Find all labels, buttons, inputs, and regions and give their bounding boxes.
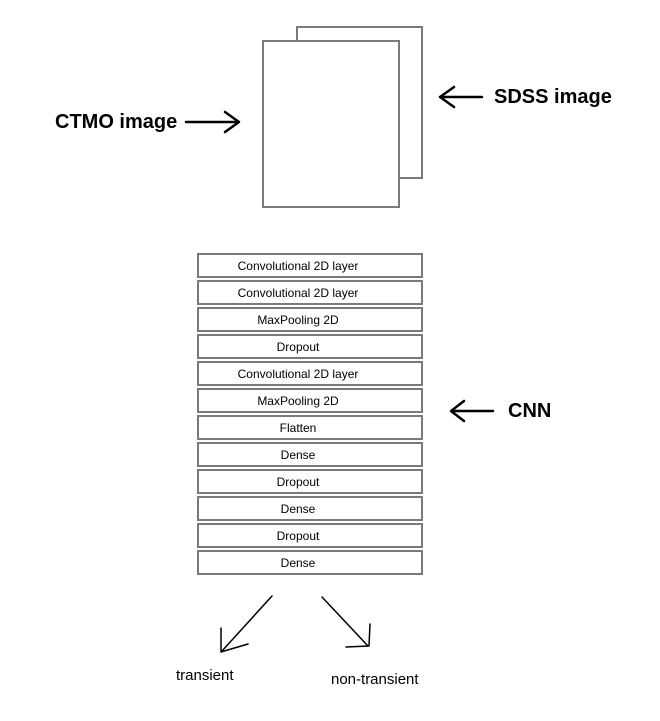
transient-arrow [220,595,273,653]
cnn-layer: MaxPooling 2D [197,388,423,413]
cnn-layer-box [197,253,423,278]
cnn-label: CNN [508,400,551,422]
cnn-arrow [449,399,495,423]
cnn-layer-label: Convolutional 2D layer [238,259,359,273]
cnn-layer-label: Dropout [277,475,320,489]
cnn-layer-label: Flatten [280,421,317,435]
ctmo-image-label: CTMO image [55,111,177,133]
cnn-layer: Dropout [197,523,423,548]
non-transient-arrow [321,596,371,648]
cnn-layer-label: Dropout [277,529,320,543]
cnn-layer: Convolutional 2D layer [197,361,423,386]
cnn-layer-box [197,334,423,359]
ctmo-image-frame [262,40,400,208]
cnn-layer-label: Dense [281,448,316,462]
cnn-layer-box [197,550,423,575]
cnn-layer: Dense [197,550,423,575]
cnn-layer: Dense [197,496,423,521]
cnn-layer-label: MaxPooling 2D [257,394,339,408]
cnn-layer-label: Convolutional 2D layer [238,367,359,381]
cnn-layer-box [197,523,423,548]
cnn-layer-box [197,415,423,440]
cnn-layer-box [197,280,423,305]
cnn-layer-box [197,307,423,332]
cnn-layer: Dropout [197,469,423,494]
cnn-layer: Convolutional 2D layer [197,253,423,278]
sdss-arrow [438,85,484,109]
cnn-layer-label: Dense [281,556,316,570]
cnn-layer-box [197,388,423,413]
cnn-layer: Flatten [197,415,423,440]
cnn-layer: MaxPooling 2D [197,307,423,332]
non-transient-label: non-transient [331,671,419,688]
cnn-layer-label: Convolutional 2D layer [238,286,359,300]
cnn-layer: Dense [197,442,423,467]
transient-label: transient [176,667,234,684]
sdss-image-label: SDSS image [494,86,612,108]
cnn-layer-label: Dense [281,502,316,516]
cnn-layer-box [197,469,423,494]
cnn-layer-box [197,496,423,521]
cnn-layer-box [197,361,423,386]
cnn-layer: Dropout [197,334,423,359]
cnn-layer: Convolutional 2D layer [197,280,423,305]
cnn-layer-label: MaxPooling 2D [257,313,339,327]
cnn-layer-box [197,442,423,467]
cnn-layer-label: Dropout [277,340,320,354]
ctmo-arrow [184,110,241,134]
